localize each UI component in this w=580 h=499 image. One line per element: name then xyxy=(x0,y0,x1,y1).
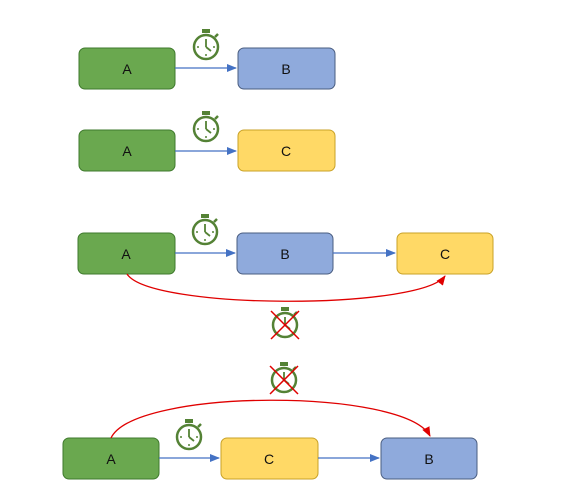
stopwatch-icon xyxy=(192,29,220,61)
node-c-label: C xyxy=(440,246,450,262)
curved-arrow-a-to-b xyxy=(110,399,431,439)
stopwatch-icon xyxy=(175,419,203,451)
stopwatch-icon xyxy=(191,214,219,246)
crossed-out-stopwatch-icon xyxy=(269,362,299,395)
crossed-out-stopwatch-icon xyxy=(270,307,300,340)
node-c-label: C xyxy=(281,143,291,159)
node-c xyxy=(396,232,494,275)
node-b-label: B xyxy=(280,246,289,262)
node-b-label: B xyxy=(281,61,290,77)
row-2: A C xyxy=(78,111,336,172)
node-c xyxy=(237,129,336,172)
row-3: A B C xyxy=(77,214,494,340)
node-a-label: A xyxy=(122,143,132,159)
row-4: A C B xyxy=(62,362,478,480)
row-1: A B xyxy=(78,29,336,90)
node-b xyxy=(237,47,336,90)
node-a-label: A xyxy=(121,246,131,262)
node-b xyxy=(380,437,478,480)
node-a-label: A xyxy=(122,61,132,77)
node-a-label: A xyxy=(106,451,116,467)
curved-arrow-a-to-c xyxy=(126,273,446,302)
node-c-label: C xyxy=(264,451,274,467)
stopwatch-icon xyxy=(192,111,220,143)
node-b-label: B xyxy=(424,451,433,467)
